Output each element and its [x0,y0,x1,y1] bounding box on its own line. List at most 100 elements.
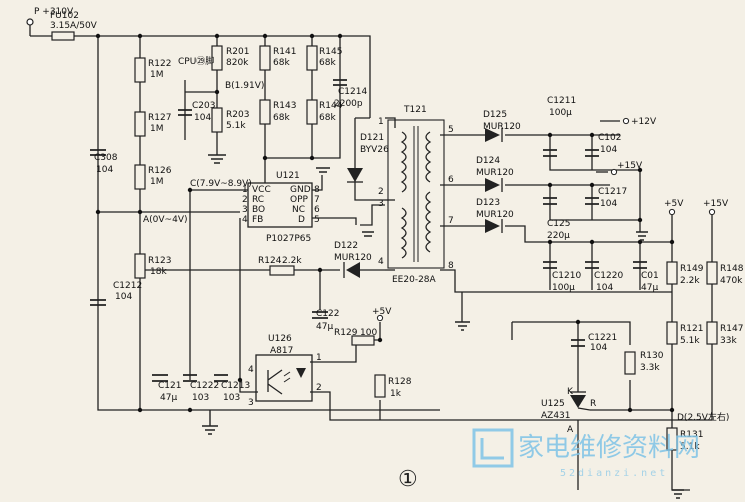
t-pin2: 2 [378,187,384,197]
r131-body [666,427,678,451]
c121-ref: C121 [158,381,181,391]
r129-body [351,335,375,346]
t-pin1: 1 [378,117,384,127]
node-d-label: D(2.5V左右) [677,411,729,423]
node-b-label: B(1.91V) [225,81,264,91]
d125-ref: D125 [483,110,507,120]
r124-value: 2.2k [282,256,302,266]
c121-value: 47μ [160,393,177,403]
c1220-value: 104 [596,283,613,293]
ic-pin5-num: 5 [314,215,320,225]
d121-value: BYV26 [360,145,389,155]
c122-ref: C122 [316,309,339,319]
r148-ref: R148 [720,264,744,274]
c1221-value: 104 [590,343,607,353]
ic-pin4-name: FB [252,215,263,225]
r121-body [666,321,678,345]
c102-value: 104 [600,145,617,155]
d122-ref: D122 [334,241,358,251]
c1217-value: 104 [600,199,617,209]
r127-ref: R127 [148,113,171,123]
c01-ref: C01 [641,271,659,281]
watermark-text: 家电维修资料网 [518,433,700,463]
rail-5v-b: +5V [372,307,392,317]
u125-ref: U125 [541,399,565,409]
regulator-u125 [570,391,591,411]
c1212-ref: C1212 [113,281,142,291]
ground-symbols [202,154,684,499]
wires [29,22,713,491]
r123-ref: R123 [148,256,171,266]
r149-ref: R149 [680,264,704,274]
r145-ref: R145 [319,47,342,57]
c1213-value: 103 [223,393,240,403]
cpu-pin-label: CPU㉙脚 [178,56,214,67]
t-pin3: 3 [378,199,384,209]
r201-body [211,45,223,71]
watermark-url: 52dianzi.net [560,468,668,479]
r124-ref: R124 [258,256,282,266]
input-terminal [26,18,34,26]
ic-pin7-num: 7 [314,195,320,205]
r128-body [374,374,386,398]
opto-pin2: 2 [316,383,322,393]
opto-pin3: 3 [248,398,254,408]
c308-ref: C308 [94,153,118,163]
r126-value: 1M [150,177,164,187]
r126-ref: R126 [148,166,172,176]
optocoupler-u126 [255,354,313,402]
c1222-value: 103 [192,393,209,403]
r127-value: 1M [150,124,164,134]
r124-body [269,265,295,276]
p-input-label: P +310V [34,7,74,17]
r203-value: 5.1k [226,121,246,131]
r147-value: 33k [720,336,737,346]
transformer-core: EE20-28A [392,275,437,285]
ic-pin6-name: NC [292,205,305,215]
r201-ref: R201 [226,47,249,57]
r148-body [706,261,718,285]
capacitor-plates [90,79,647,382]
rail-12v: +12V [631,117,657,127]
ic-pin8-num: 8 [314,185,320,195]
r143-value: 68k [273,113,290,123]
c1211-value: 100μ [549,108,572,118]
c203-ref: C203 [192,101,215,111]
ic-u121-body [247,182,313,228]
r129-ref: R129 [334,328,358,338]
r122-body [134,57,146,83]
output-terminals [376,117,716,322]
c1222-ref: C1222 [190,381,219,391]
r129-value: 100 [360,328,377,338]
rail-15v-a: +15V [617,161,643,171]
r144-ref: R144 [319,101,343,111]
t-pin6: 6 [448,175,454,185]
t-pin4: 4 [378,257,384,267]
ic-pin3-num: 3 [242,205,248,215]
r149-body [666,261,678,285]
junctions [95,33,675,413]
c01-value: 47μ [641,283,658,293]
d125-value: MUR120 [483,122,521,132]
c308-value: 104 [96,165,113,175]
resistor-bodies [134,45,718,451]
r143-body [259,99,271,125]
r141-value: 68k [273,58,290,68]
r131-ref: R131 [680,430,703,440]
d123-ref: D123 [476,198,500,208]
ic-ref: U121 [276,171,300,181]
r122-ref: R122 [148,59,171,69]
opto-pin1: 1 [316,353,322,363]
r144-body [306,99,318,125]
u125-a: A [567,425,574,435]
ic-pin8-name: GND [290,185,311,195]
r123-value: 18k [150,267,167,277]
r130-value: 3.3k [640,363,660,373]
c125-value: 220μ [547,231,570,241]
c1210-ref: C1210 [552,271,581,281]
fuse-ref: FU102 [50,11,79,21]
r145-body [306,45,318,71]
u125-r: R [590,399,596,409]
rail-15v-b: +15V [703,199,729,209]
